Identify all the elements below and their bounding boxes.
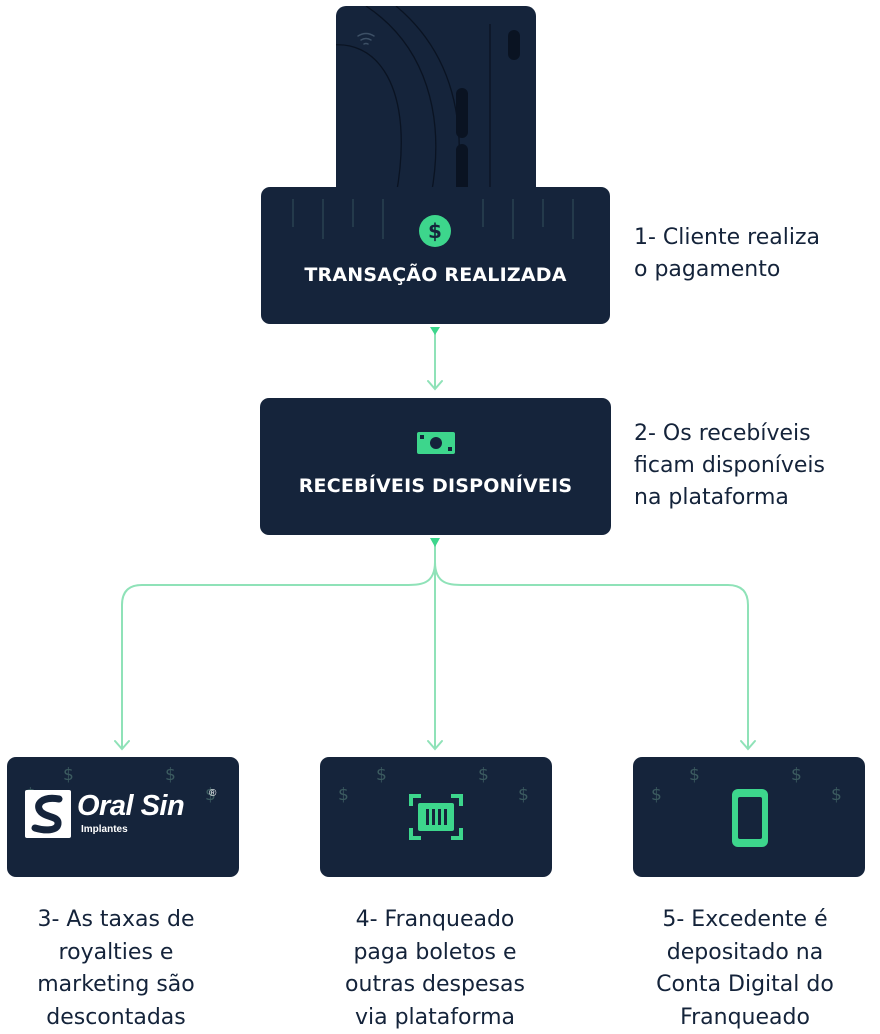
step2-icon-layer xyxy=(417,432,455,454)
arrowhead-step3 xyxy=(114,740,130,751)
step3-desc-line: marketing são xyxy=(37,972,195,997)
step1-description: 1- Cliente realiza o pagamento xyxy=(634,222,820,286)
step5-box: $ $ $ $ xyxy=(633,757,865,877)
dollar-decor-icon: $ xyxy=(518,785,529,805)
step5-description: 5- Excedente é depositado na Conta Digit… xyxy=(610,904,880,1034)
dollar-decor-icon: $ xyxy=(165,765,176,785)
dollar-decor-icon: $ xyxy=(376,765,387,785)
step3-desc-line: royalties e xyxy=(58,939,174,965)
step3-desc-line: descontadas xyxy=(46,1004,186,1030)
step3-box: $ $ $ $ Oral Sin ® Implantes xyxy=(7,757,239,877)
contactless-icon xyxy=(357,32,375,45)
dollar-decor-icon: $ xyxy=(205,785,216,805)
step5-desc-line: Conta Digital do xyxy=(656,972,834,997)
dollar-decor-icon: $ xyxy=(651,785,662,805)
step4-box: $ $ $ $ xyxy=(320,757,552,877)
dollar-decor-icon: $ xyxy=(63,765,74,785)
logo-subtitle: Implantes xyxy=(81,824,128,835)
connector-marker-2 xyxy=(430,538,440,547)
step2-desc-line: ficam disponíveis xyxy=(634,453,826,478)
oral-sin-logo: Oral Sin ® Implantes xyxy=(25,788,225,842)
step2-box: RECEBÍVEIS DISPONÍVEIS xyxy=(260,398,611,535)
smartphone-icon xyxy=(732,789,768,847)
step3-desc-line: 3- As taxas de xyxy=(37,907,195,932)
step1-desc-line: 1- Cliente realiza xyxy=(634,225,820,250)
step4-description: 4- Franqueado paga boletos e outras desp… xyxy=(300,904,570,1034)
connector-2-3 xyxy=(121,561,436,748)
dollar-decor-icon: $ xyxy=(338,785,349,805)
step2-description: 2- Os recebíveis ficam disponíveis na pl… xyxy=(634,418,825,514)
dollar-decor-icon: $ xyxy=(689,765,700,785)
connector-2-5 xyxy=(434,561,749,748)
receipt-ticks: $ xyxy=(292,199,574,247)
banknote-icon xyxy=(417,432,455,454)
step3-description: 3- As taxas de royalties e marketing são… xyxy=(0,904,232,1034)
logo-text: Oral Sin xyxy=(77,790,185,822)
barcode-scan-icon xyxy=(409,794,463,840)
step2-desc-line: na plataforma xyxy=(634,485,789,510)
step4-desc-line: 4- Franqueado xyxy=(355,907,515,932)
arrowhead-step2 xyxy=(427,380,443,391)
arrowhead-step4 xyxy=(427,740,443,751)
step5-desc-line: 5- Excedente é xyxy=(662,907,828,932)
step5-desc-line: depositado na xyxy=(666,939,824,965)
logo-s-icon xyxy=(25,790,71,838)
payment-terminal-illustration xyxy=(336,6,536,196)
step1-desc-line: o pagamento xyxy=(634,257,781,282)
svg-text:$: $ xyxy=(428,219,442,243)
dollar-decor-icon: $ xyxy=(478,765,489,785)
step2-desc-line: 2- Os recebíveis xyxy=(634,421,811,446)
step4-desc-line: paga boletos e xyxy=(353,939,517,965)
arrowhead-step5 xyxy=(740,740,756,751)
step2-title: RECEBÍVEIS DISPONÍVEIS xyxy=(298,475,573,497)
connector-marker-1 xyxy=(430,327,440,335)
logo-registered-mark: ® xyxy=(209,788,217,799)
step4-desc-line: outras despesas xyxy=(345,972,525,997)
step1-title: TRANSAÇÃO REALIZADA xyxy=(304,264,567,286)
terminal-graphic xyxy=(336,6,520,196)
dollar-decor-icon: $ xyxy=(791,765,802,785)
step1-box: $ TRANSAÇÃO REALIZADA xyxy=(261,187,610,324)
step4-desc-line: via plataforma xyxy=(354,1004,516,1030)
dollar-circle-icon: $ xyxy=(419,215,451,247)
dollar-decor-icon: $ xyxy=(831,785,842,805)
step5-desc-line: Franqueado xyxy=(680,1004,810,1030)
